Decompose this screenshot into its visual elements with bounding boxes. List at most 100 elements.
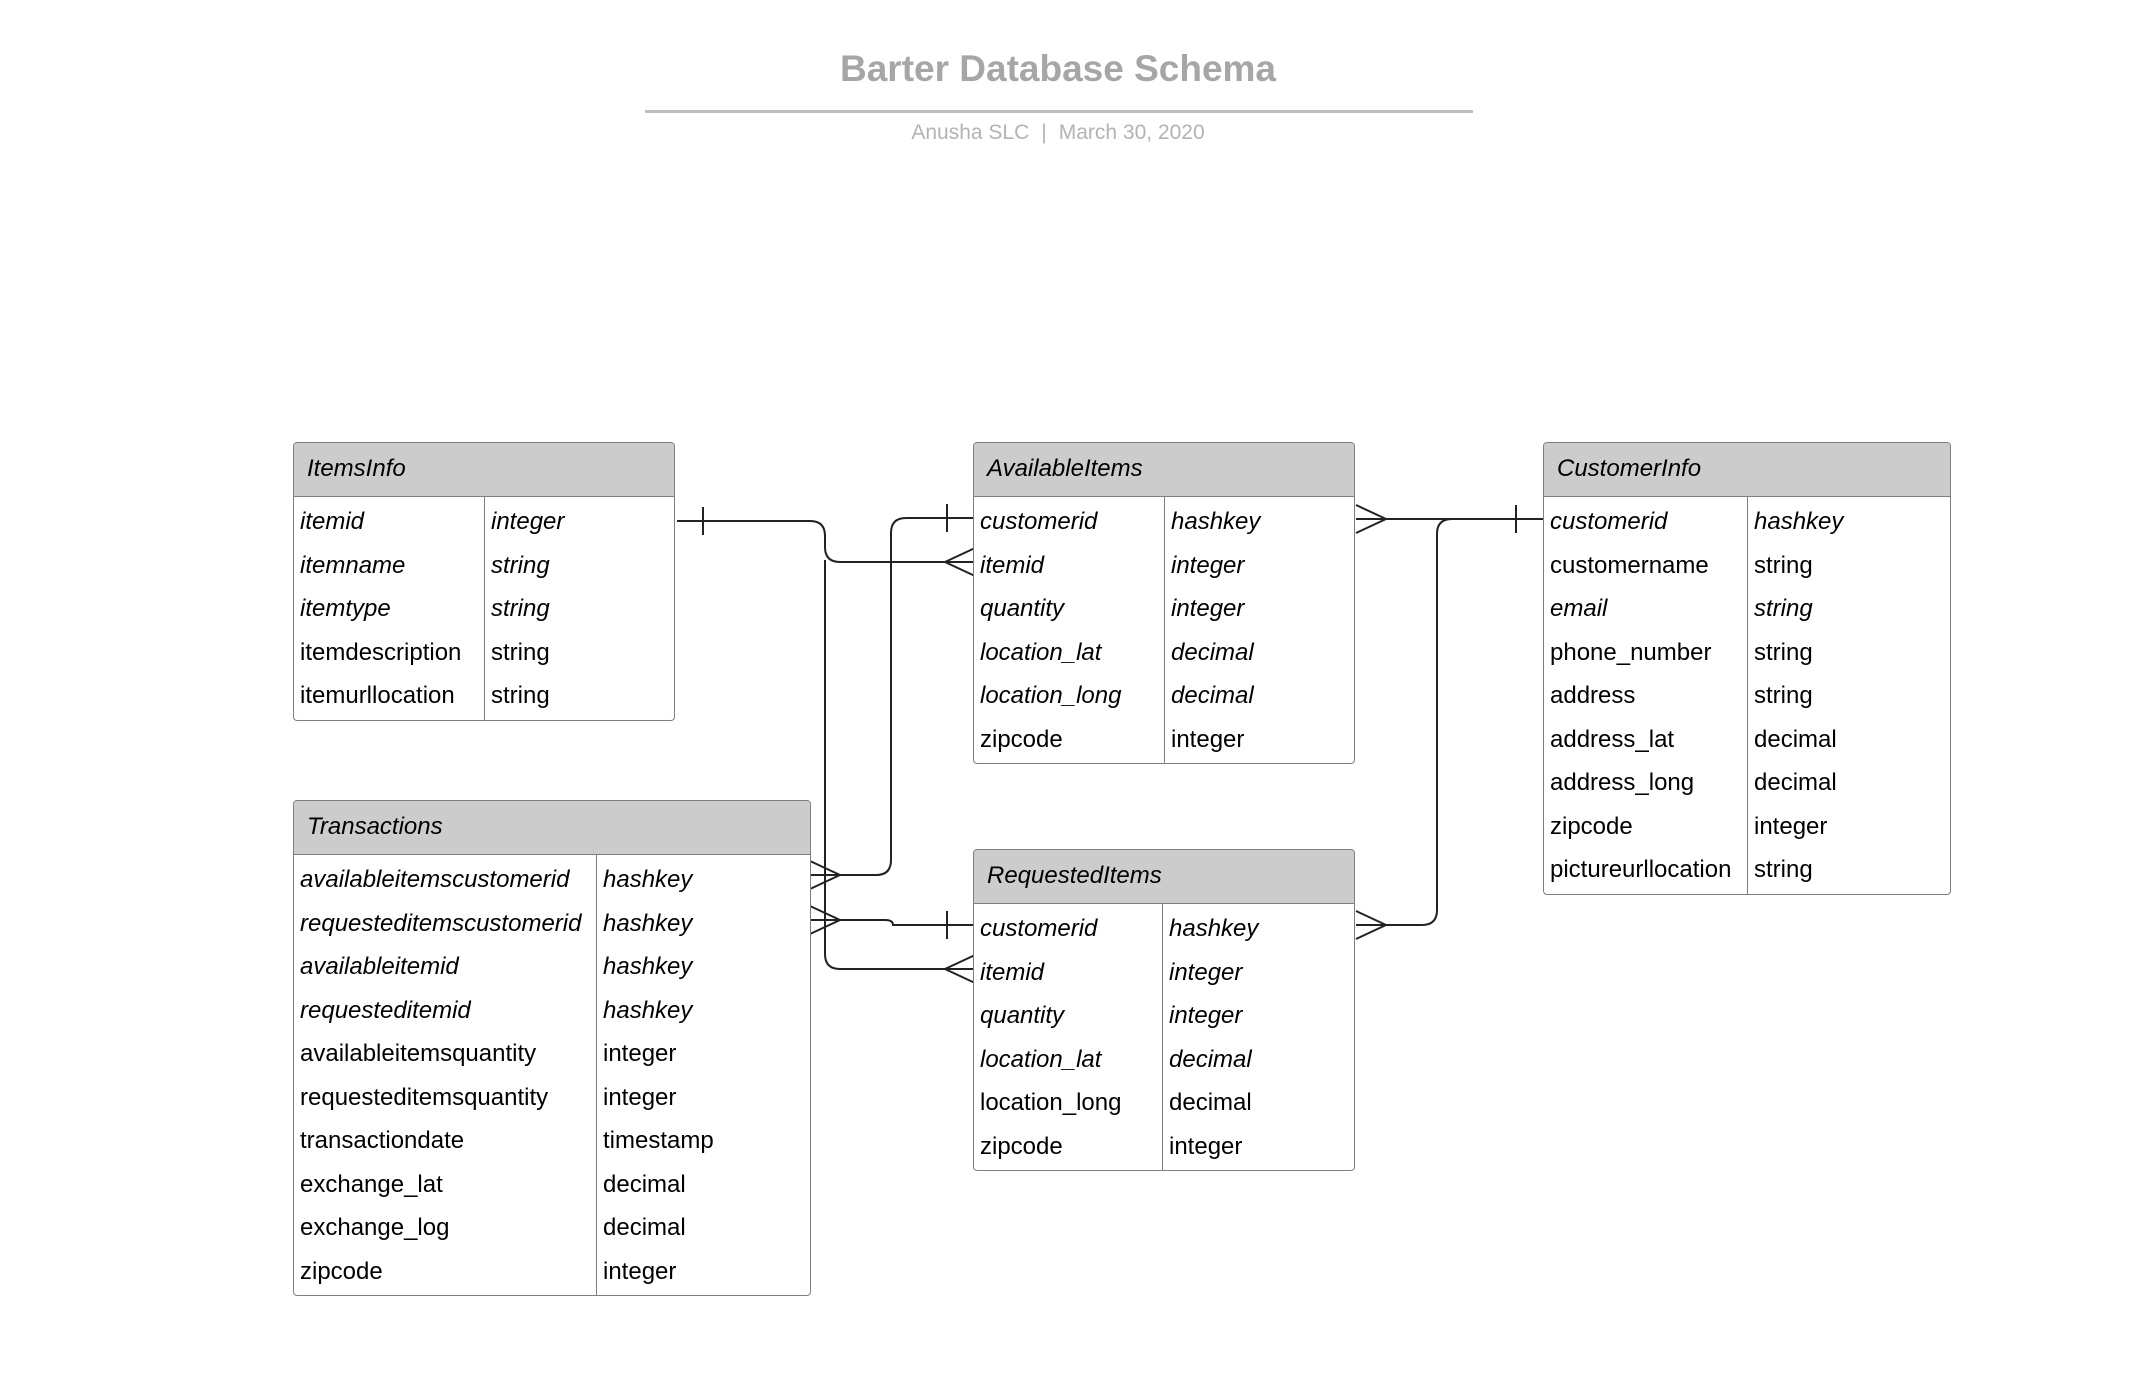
attribute-type: decimal [1169, 1045, 1252, 1073]
attribute-type: string [1754, 682, 1813, 709]
attribute-type: string [491, 551, 550, 579]
many-marker-transactions-requesteditemscustomerid [809, 905, 843, 935]
attribute-name: customerid [1550, 508, 1668, 535]
attribute-name: email [1550, 595, 1608, 622]
attribute-name: exchange_log [300, 1214, 450, 1241]
attribute-type: integer [603, 1257, 677, 1285]
entity-title: CustomerInfo [1544, 443, 1950, 497]
attribute-row: zipcode integer [294, 1250, 810, 1294]
attribute-name: requesteditemscustomerid [300, 909, 582, 937]
attribute-row: itemtype string [294, 587, 674, 631]
many-marker-availableitems-customerid [1355, 504, 1389, 534]
rel-availableitems-transactions [810, 517, 975, 876]
attribute-row: zipcode integer [1544, 805, 1950, 849]
attribute-type: string [1754, 856, 1813, 883]
many-marker-requesteditems-itemid [942, 954, 976, 984]
attribute-name: itemid [980, 551, 1045, 579]
entity-title: AvailableItems [974, 443, 1354, 497]
attribute-name: itemtype [300, 595, 391, 622]
subtitle-author: Anusha SLC [911, 121, 1030, 144]
many-marker-availableitems-itemid [942, 547, 976, 577]
attribute-type: integer [1171, 551, 1245, 579]
entity-title: ItemsInfo [294, 443, 674, 497]
attribute-name: availableitemsquantity [300, 1040, 537, 1067]
entity-title: RequestedItems [974, 850, 1354, 904]
attribute-name: zipcode [1550, 812, 1633, 840]
entity-title: Transactions [294, 801, 810, 855]
attribute-type: string [1754, 551, 1813, 579]
column-divider [1747, 497, 1748, 894]
attribute-name: transactiondate [300, 1127, 465, 1154]
attribute-row: email string [1544, 587, 1950, 631]
attribute-name: itemurllocation [300, 682, 455, 709]
attribute-name: requesteditemsquantity [300, 1083, 549, 1111]
attribute-type: string [1754, 595, 1813, 622]
attribute-name: itemid [300, 508, 365, 535]
column-divider [1162, 904, 1163, 1170]
diagram-title: Barter Database Schema [840, 48, 1276, 89]
attribute-name: itemdescription [300, 638, 462, 666]
attribute-type: decimal [1171, 638, 1254, 666]
attribute-name: itemid [980, 958, 1045, 986]
attribute-type: string [491, 638, 550, 666]
attribute-type: hashkey [603, 953, 693, 980]
attribute-row: location_lat decimal [974, 1038, 1354, 1082]
attribute-name: customerid [980, 915, 1098, 942]
attribute-type: decimal [1169, 1089, 1252, 1116]
attribute-name: zipcode [300, 1257, 383, 1285]
attribute-row: customerid hashkey [974, 907, 1354, 951]
attribute-type: integer [603, 1040, 677, 1067]
attribute-type: decimal [603, 1170, 686, 1198]
attribute-type: hashkey [1169, 915, 1259, 942]
attribute-type: hashkey [603, 866, 693, 893]
subtitle-separator: | [1041, 121, 1047, 144]
attribute-type: string [491, 682, 550, 709]
attribute-row: transactiondate timestamp [294, 1119, 810, 1163]
attribute-type: string [491, 595, 550, 622]
attribute-row: zipcode integer [974, 1125, 1354, 1169]
attribute-row: zipcode integer [974, 718, 1354, 762]
attribute-row: exchange_lat decimal [294, 1163, 810, 1207]
attribute-name: address_long [1550, 769, 1695, 796]
attribute-name: exchange_lat [300, 1170, 443, 1198]
rel-requesteditems-transactions [810, 919, 975, 926]
attribute-type: integer [603, 1083, 677, 1111]
attribute-type: integer [1169, 1132, 1243, 1160]
attribute-type: integer [1171, 725, 1245, 753]
attribute-row: itemid integer [974, 544, 1354, 588]
attribute-type: integer [1754, 812, 1828, 840]
column-divider [1164, 497, 1165, 763]
rel-itemsinfo-availableitems [677, 520, 975, 563]
many-marker-requesteditems-customerid [1355, 910, 1389, 940]
attribute-row: itemdescription string [294, 631, 674, 675]
subtitle-date: March 30, 2020 [1058, 121, 1205, 144]
attribute-name: zipcode [980, 1132, 1063, 1160]
rel-itemsinfo-requesteditems [824, 560, 975, 970]
attribute-type: timestamp [603, 1127, 714, 1154]
attribute-name: pictureurllocation [1550, 856, 1732, 883]
attribute-name: location_lat [980, 1045, 1102, 1073]
many-marker-transactions-availableitemscustomerid [809, 860, 843, 890]
attribute-name: zipcode [980, 725, 1063, 753]
rel-customerinfo-requesteditems [1356, 518, 1453, 926]
attribute-type: decimal [1171, 682, 1254, 709]
attribute-row: availableitemsquantity integer [294, 1032, 810, 1076]
